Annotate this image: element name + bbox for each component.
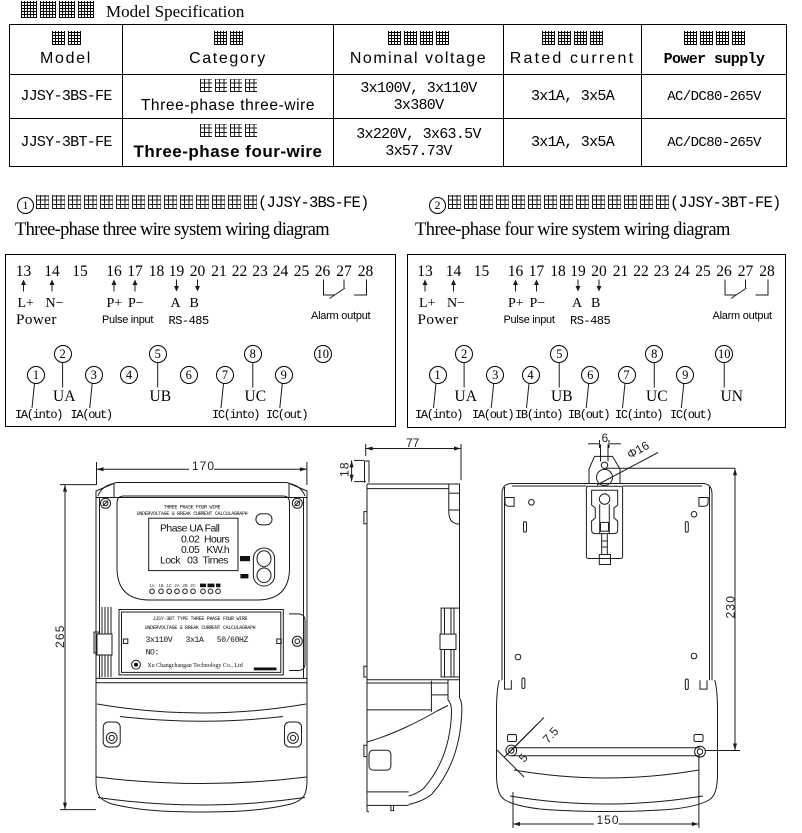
svg-text:1B: 1B [158, 583, 163, 588]
svg-text:0.02 Hours: 0.02 Hours [181, 534, 230, 545]
svg-text:2C: 2C [190, 583, 195, 588]
svg-text:JJSY-3BT TYPE THREE PHASE FOUR: JJSY-3BT TYPE THREE PHASE FOUR WIRE [153, 616, 248, 622]
svg-text:Lock 03 Times: Lock 03 Times [160, 555, 228, 566]
svg-text:NO:: NO: [146, 649, 159, 658]
svg-text:UNDERVOLTAGE & BREAK CURRENT C: UNDERVOLTAGE & BREAK CURRENT CALCULAGRAP… [137, 511, 248, 517]
svg-text:Xu Changchangan Technology Co.: Xu Changchangan Technology Co., Ltd [147, 663, 242, 669]
svg-text:230: 230 [724, 595, 738, 619]
svg-text:5: 5 [516, 750, 531, 765]
svg-text:170: 170 [192, 459, 215, 473]
svg-text:UNDERVOLTAGE & BREAK CURRENT C: UNDERVOLTAGE & BREAK CURRENT CALCULAGRAP… [145, 625, 256, 631]
svg-text:3x110V 3x1A 50/60HZ: 3x110V 3x1A 50/60HZ [146, 636, 249, 645]
svg-text:150: 150 [597, 813, 620, 827]
svg-text:6: 6 [602, 431, 609, 445]
svg-text:THREE PHASE FOUR WIRE: THREE PHASE FOUR WIRE [164, 505, 221, 511]
svg-text:1A: 1A [149, 583, 154, 588]
svg-text:0.05 KW.h: 0.05 KW.h [181, 545, 230, 556]
svg-text:1C: 1C [167, 583, 172, 588]
svg-text:2A: 2A [174, 583, 179, 588]
svg-text:2B: 2B [182, 583, 187, 588]
svg-text:77: 77 [406, 436, 420, 450]
svg-text:265: 265 [53, 624, 67, 648]
svg-text:18: 18 [338, 461, 352, 477]
svg-text:Phase UA Fall: Phase UA Fall [160, 524, 220, 535]
svg-text:7.5: 7.5 [540, 724, 562, 746]
